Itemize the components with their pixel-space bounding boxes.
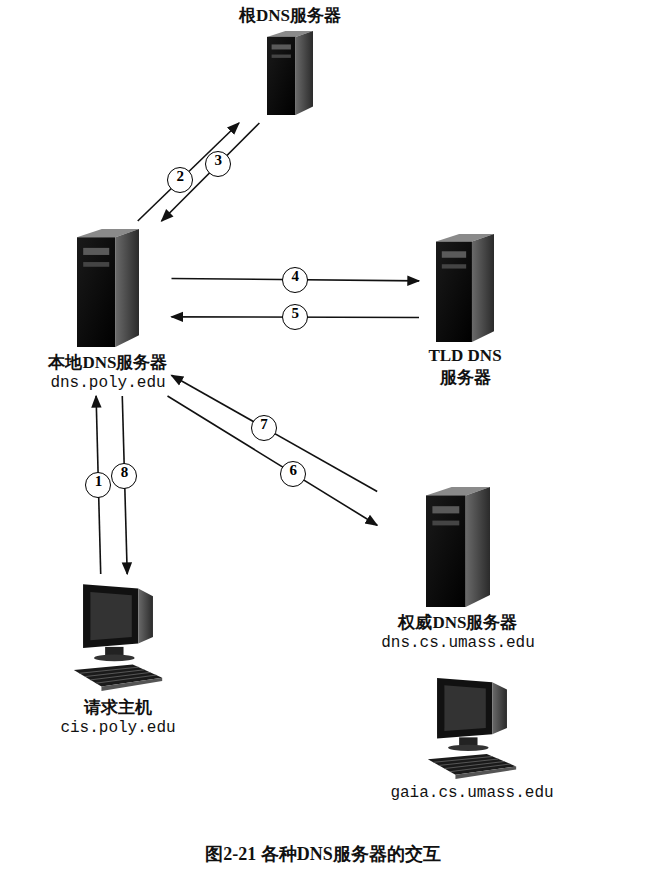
step-number: 3 — [205, 151, 231, 177]
server-label: TLD DNS 服务器 — [423, 346, 507, 389]
step-number: 8 — [111, 463, 137, 489]
query-arrow — [168, 396, 378, 525]
step-number: 4 — [282, 267, 308, 293]
server-icon — [77, 229, 139, 347]
computer-icon — [72, 582, 164, 692]
step-number: 2 — [167, 167, 193, 193]
tld-dns-server: TLD DNS 服务器 — [423, 230, 507, 389]
host-name: dns.cs.umass.edu — [381, 634, 535, 652]
target-host: gaia.cs.umass.edu — [390, 672, 553, 802]
host-name: cis.poly.edu — [60, 719, 175, 737]
figure-caption: 图2-21 各种DNS服务器的交互 — [0, 842, 646, 866]
computer-icon — [426, 676, 518, 780]
local-dns-server: 本地DNS服务器dns.poly.edu — [48, 225, 167, 392]
server-icon — [426, 487, 490, 607]
requesting-host: 请求主机cis.poly.edu — [60, 578, 175, 737]
host-name: dns.poly.edu — [48, 374, 167, 392]
server-label: 根DNS服务器 — [239, 4, 341, 27]
server-label: 请求主机 — [60, 696, 175, 719]
step-number: 7 — [251, 415, 277, 441]
root-dns-server: 根DNS服务器 — [239, 4, 341, 119]
server-icon — [436, 234, 494, 342]
authoritative-dns-server: 权威DNS服务器dns.cs.umass.edu — [381, 483, 535, 652]
server-label: 本地DNS服务器 — [48, 351, 167, 374]
server-icon — [267, 31, 313, 115]
query-arrow — [172, 375, 378, 491]
server-label: 权威DNS服务器 — [381, 611, 535, 634]
host-name: gaia.cs.umass.edu — [390, 784, 553, 802]
query-arrow — [138, 123, 239, 221]
step-number: 6 — [280, 461, 306, 487]
step-number: 1 — [85, 472, 111, 498]
step-number: 5 — [282, 304, 308, 330]
query-arrow — [162, 123, 260, 221]
